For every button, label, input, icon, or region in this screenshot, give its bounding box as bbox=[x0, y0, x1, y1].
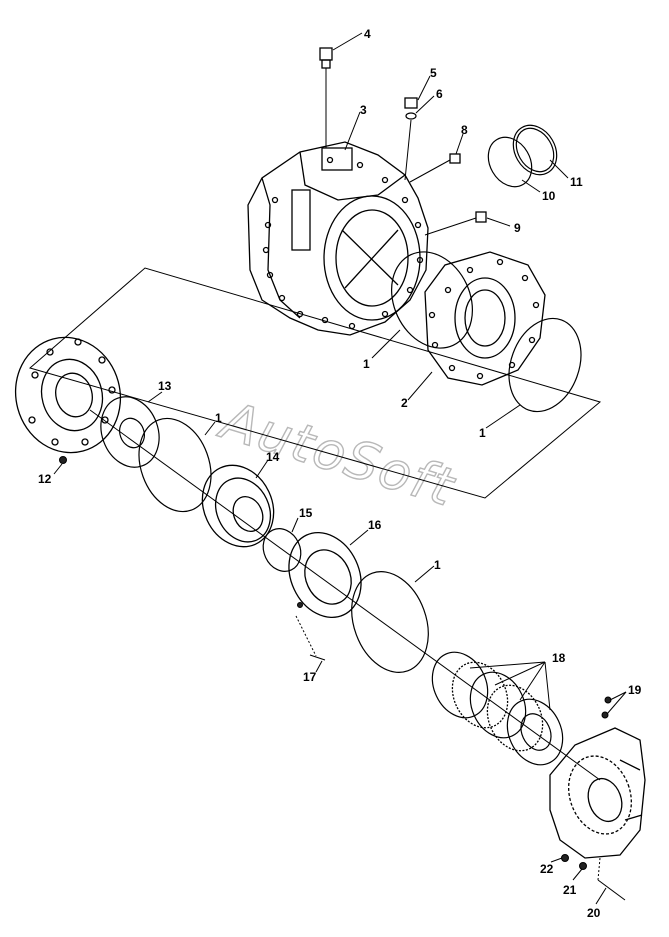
callout-14: 14 bbox=[266, 450, 280, 464]
left-cover-plate bbox=[14, 336, 122, 454]
callout-13: 13 bbox=[158, 379, 172, 393]
part-20-bolt bbox=[597, 857, 626, 901]
end-housing bbox=[549, 727, 646, 859]
part-9-fitting bbox=[475, 211, 487, 223]
part-1-seal-lower bbox=[351, 571, 429, 673]
part-17-pin bbox=[295, 615, 326, 661]
part-18-disc-pack bbox=[431, 651, 564, 766]
callout-22: 22 bbox=[540, 862, 554, 876]
callout-1-upper: 1 bbox=[363, 357, 370, 371]
part-10-ring bbox=[487, 136, 533, 188]
callout-2: 2 bbox=[401, 396, 408, 410]
callout-20: 20 bbox=[587, 906, 601, 920]
assembly-guide-frame bbox=[28, 267, 602, 499]
part-2-cover bbox=[424, 251, 546, 386]
part-4-plug bbox=[319, 47, 333, 69]
watermark: AutoSoft bbox=[212, 390, 462, 518]
part-8-fitting bbox=[449, 153, 461, 164]
callout-labels: 4 5 6 3 8 11 10 9 1 2 1 13 1 12 14 15 16… bbox=[38, 27, 642, 920]
part-16-plate bbox=[288, 531, 362, 619]
leader-lines bbox=[53, 32, 627, 905]
callout-12: 12 bbox=[38, 472, 52, 486]
part-15-oring bbox=[262, 528, 302, 572]
callout-8: 8 bbox=[461, 123, 468, 137]
callout-16: 16 bbox=[368, 518, 382, 532]
part-5-plug bbox=[404, 97, 418, 109]
callout-11: 11 bbox=[570, 175, 583, 189]
part-22-nut bbox=[561, 854, 569, 862]
callout-19: 19 bbox=[628, 683, 642, 697]
part-3-housing bbox=[247, 141, 429, 336]
callout-18: 18 bbox=[552, 651, 566, 665]
callout-10: 10 bbox=[542, 189, 556, 203]
callout-15: 15 bbox=[299, 506, 313, 520]
callout-3: 3 bbox=[360, 103, 367, 117]
part-18-leader-lines bbox=[469, 661, 551, 711]
callout-4: 4 bbox=[364, 27, 371, 41]
callout-9: 9 bbox=[514, 221, 521, 235]
part-14-piston bbox=[201, 464, 275, 548]
part-6-washer bbox=[405, 112, 417, 120]
part-21-washer bbox=[579, 862, 587, 870]
callout-1-lower: 1 bbox=[434, 558, 441, 572]
callout-17: 17 bbox=[303, 670, 317, 684]
part-1-seal-right bbox=[508, 317, 582, 413]
callout-1-right: 1 bbox=[479, 426, 486, 440]
callout-21: 21 bbox=[563, 883, 577, 897]
callout-5: 5 bbox=[430, 66, 437, 80]
callout-1-middle: 1 bbox=[215, 411, 222, 425]
callout-6: 6 bbox=[436, 87, 443, 101]
part-1-seal-middle bbox=[138, 417, 212, 513]
part-19-bolts bbox=[601, 696, 612, 719]
part-1-seal-upper bbox=[390, 251, 474, 349]
part-12-bolt bbox=[59, 456, 67, 464]
part-13-shim bbox=[100, 396, 160, 468]
part-11-ring bbox=[512, 124, 558, 176]
